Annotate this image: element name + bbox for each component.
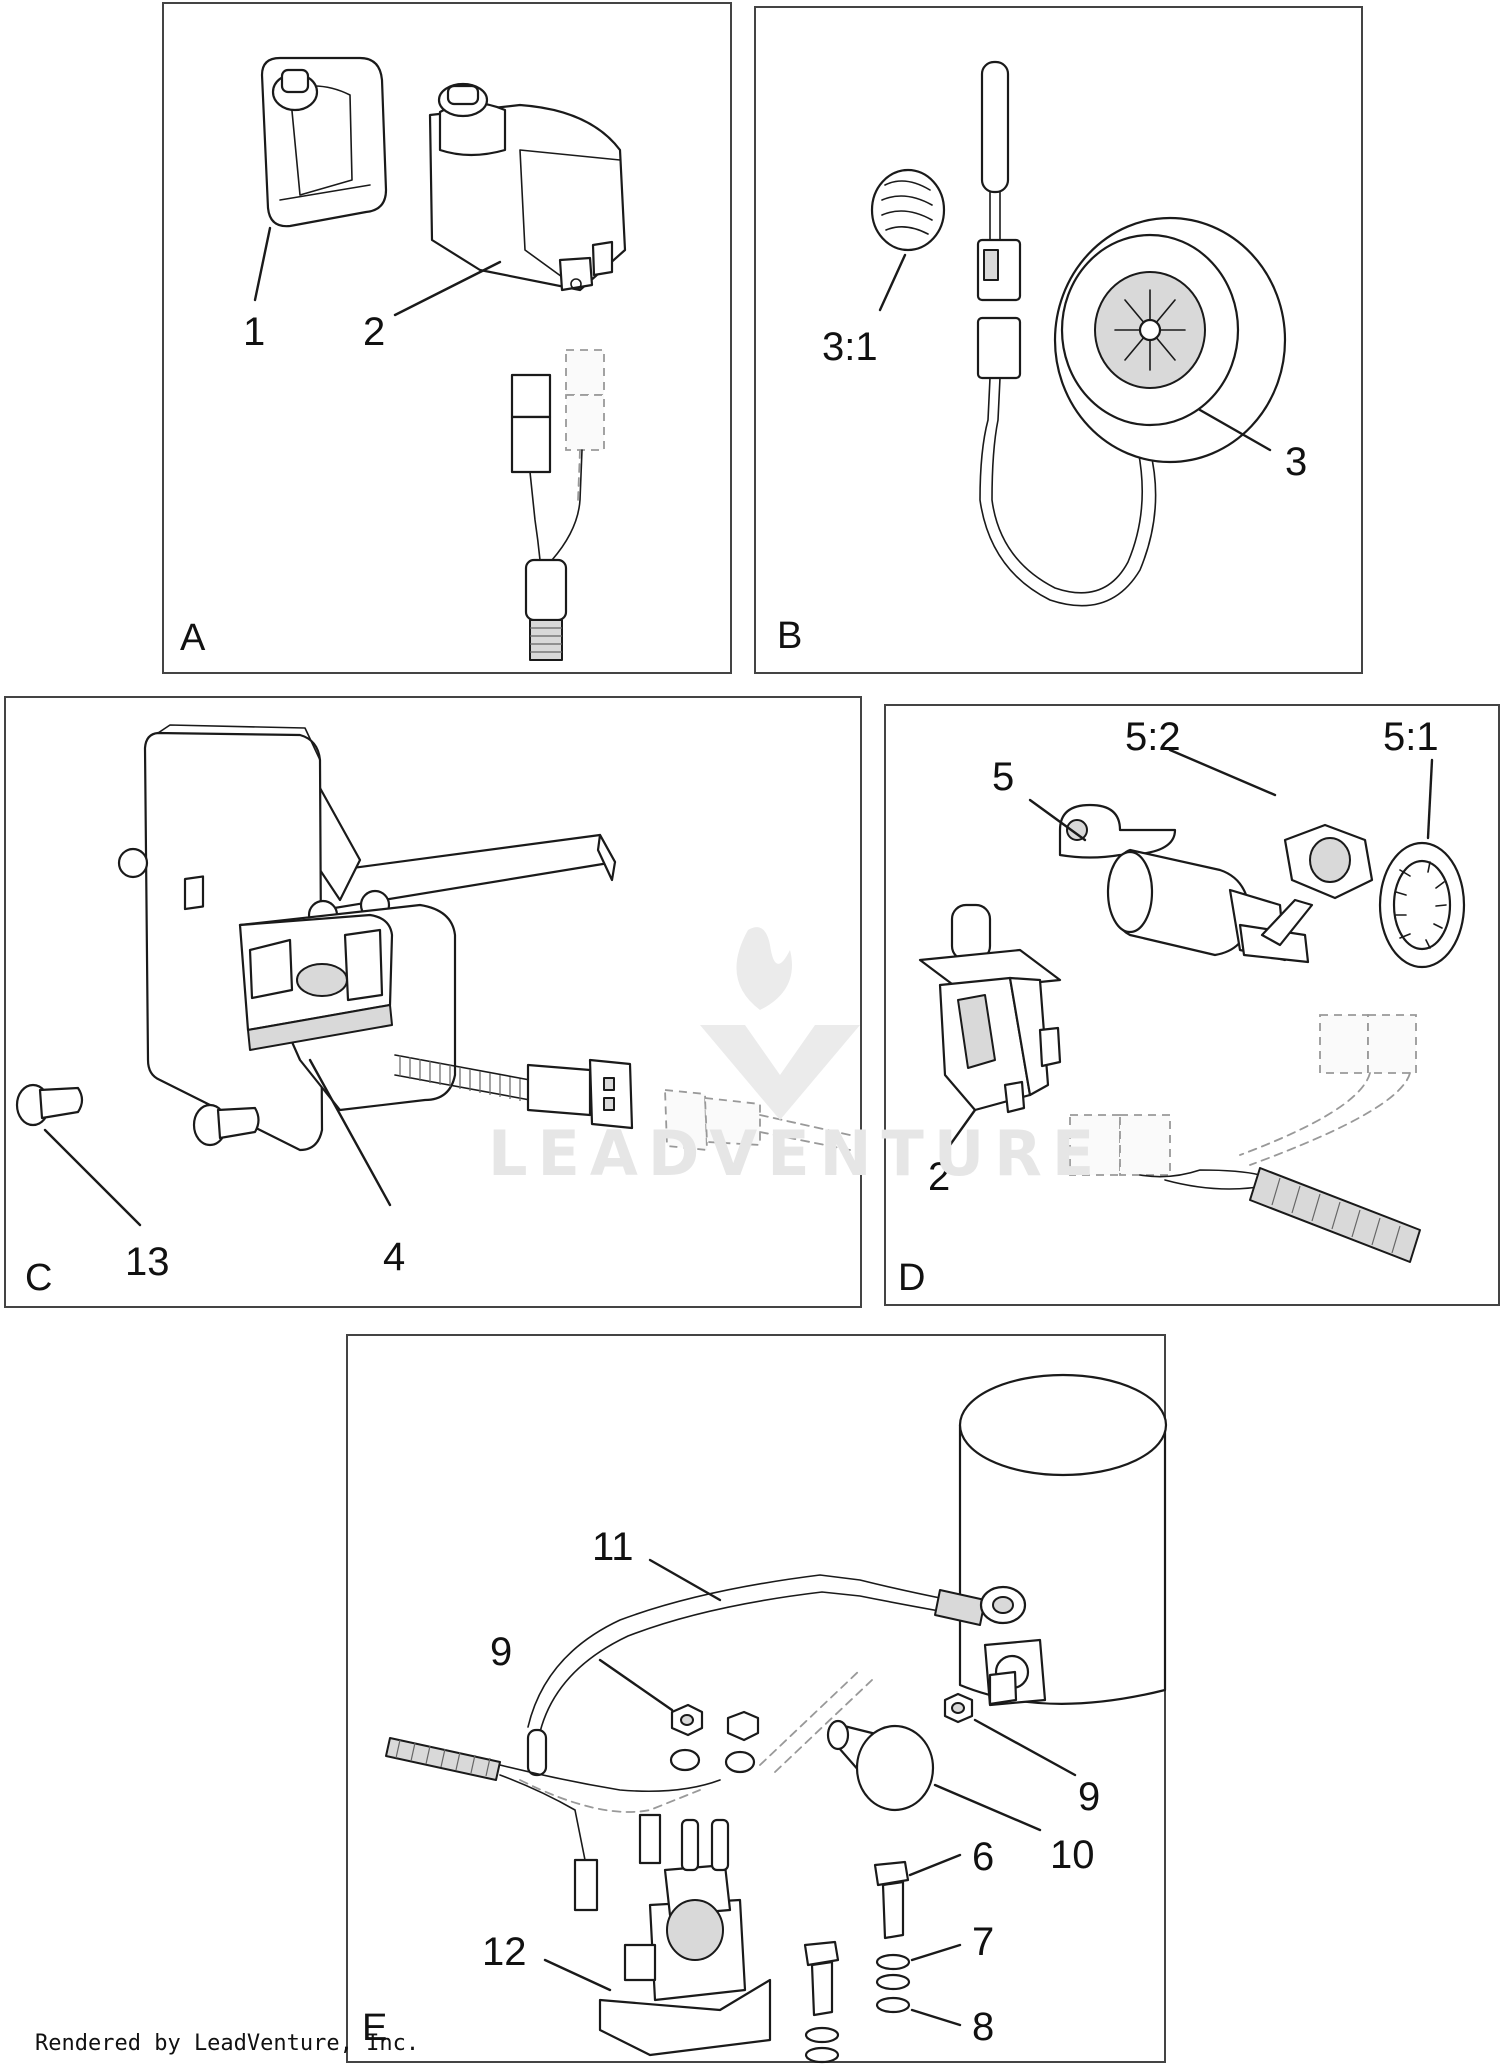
leader-2-d — [948, 1108, 977, 1147]
callout-2-d: 2 — [928, 1155, 950, 1199]
leader-13 — [43, 1128, 142, 1227]
panel-c-label: C — [25, 1257, 52, 1299]
part-7-washer[interactable] — [875, 1953, 911, 1991]
panel-b: 3:1 3 B — [754, 6, 1363, 674]
ghost-cable — [759, 1669, 873, 1773]
panel-e-label: E — [362, 2007, 387, 2049]
callout-8: 8 — [972, 2005, 994, 2049]
harness-a — [510, 349, 605, 661]
part-13-screw[interactable] — [15, 1083, 84, 1127]
callout-5: 5 — [992, 755, 1014, 799]
callout-3: 3 — [1285, 440, 1307, 484]
callout-4: 4 — [383, 1235, 405, 1279]
part-5-key-switch[interactable] — [1058, 803, 1314, 964]
leader-12 — [543, 1958, 612, 1992]
leader-5-1 — [1426, 758, 1434, 840]
leader-5 — [1028, 798, 1087, 842]
part-10-boot[interactable] — [826, 1719, 935, 1812]
part-3-sensor[interactable] — [976, 60, 1287, 607]
ring-terminal — [669, 1748, 701, 1772]
part-1-bezel[interactable] — [260, 56, 388, 228]
spring-harness-c — [394, 1054, 851, 1151]
part-9-nut[interactable] — [670, 1703, 760, 1742]
callout-9: 9 — [490, 1630, 512, 1674]
callout-2: 2 — [363, 310, 385, 354]
panel-d: 5 5:2 5:1 2 D — [884, 704, 1500, 1306]
leader-4 — [308, 1058, 392, 1207]
callout-1: 1 — [243, 310, 265, 354]
leader-1 — [253, 226, 272, 302]
leader-11 — [648, 1558, 722, 1602]
panel-a-label: A — [180, 617, 206, 659]
part-3-1-grommet[interactable] — [870, 168, 946, 252]
panel-c: 13 4 C — [4, 696, 862, 1308]
leader-2 — [393, 260, 502, 317]
panel-d-label: D — [898, 1257, 925, 1299]
connector-a-1-body — [510, 415, 552, 474]
connector-a-1 — [510, 373, 552, 419]
callout-12: 12 — [482, 1930, 527, 1974]
callout-7: 7 — [972, 1920, 994, 1964]
callout-5-2: 5:2 — [1125, 715, 1181, 759]
panel-e: 11 9 9 10 6 7 12 8 E — [346, 1334, 1168, 2064]
callout-6: 6 — [972, 1835, 994, 1879]
starter-motor — [958, 1373, 1168, 1707]
harness-d — [1069, 1014, 1421, 1263]
part-5-1-lock-washer[interactable] — [1378, 841, 1466, 969]
part-2-switch[interactable] — [428, 82, 627, 292]
watermark: LEADVENTURE — [488, 927, 1104, 1190]
part-4-limit-switch[interactable] — [238, 903, 457, 1112]
callout-13: 13 — [125, 1240, 170, 1284]
leader-10 — [933, 1783, 1042, 1832]
panel-a: 1 2 A — [162, 2, 732, 674]
part-6-bolt-2[interactable] — [803, 1940, 840, 2017]
footer-credit: Rendered by LeadVenture, Inc. — [35, 2031, 419, 2056]
callout-5-1: 5:1 — [1383, 715, 1439, 759]
ring-terminal-2 — [724, 1750, 756, 1774]
leader-5-2 — [1168, 748, 1277, 797]
part-12-solenoid[interactable] — [598, 1818, 772, 2057]
part-13-screw-2[interactable] — [192, 1103, 260, 1147]
leader-3-1 — [878, 253, 907, 312]
leader-6 — [908, 1853, 962, 1877]
part-5-2-nut[interactable] — [1283, 823, 1374, 900]
harness-e — [385, 1737, 721, 1912]
leader-8 — [910, 2008, 962, 2027]
leader-9 — [598, 1658, 674, 1712]
watermark-text: LEADVENTURE — [488, 1117, 1104, 1190]
leader-7 — [910, 1943, 962, 1962]
part-8-washer[interactable] — [804, 1996, 911, 2064]
part-6-bolt[interactable] — [873, 1860, 910, 1940]
part-9-nut-2[interactable] — [943, 1692, 974, 1724]
part-2-plunger-switch[interactable] — [918, 903, 1062, 1114]
panel-b-label: B — [777, 615, 802, 657]
callout-3-1: 3:1 — [822, 325, 878, 369]
callout-11: 11 — [592, 1525, 634, 1569]
leader-9-2 — [973, 1718, 1077, 1777]
part-11-cable[interactable] — [526, 1574, 1027, 1777]
leader-3 — [1198, 408, 1272, 452]
callout-10: 10 — [1050, 1833, 1095, 1877]
callout-9-2: 9 — [1078, 1775, 1100, 1819]
